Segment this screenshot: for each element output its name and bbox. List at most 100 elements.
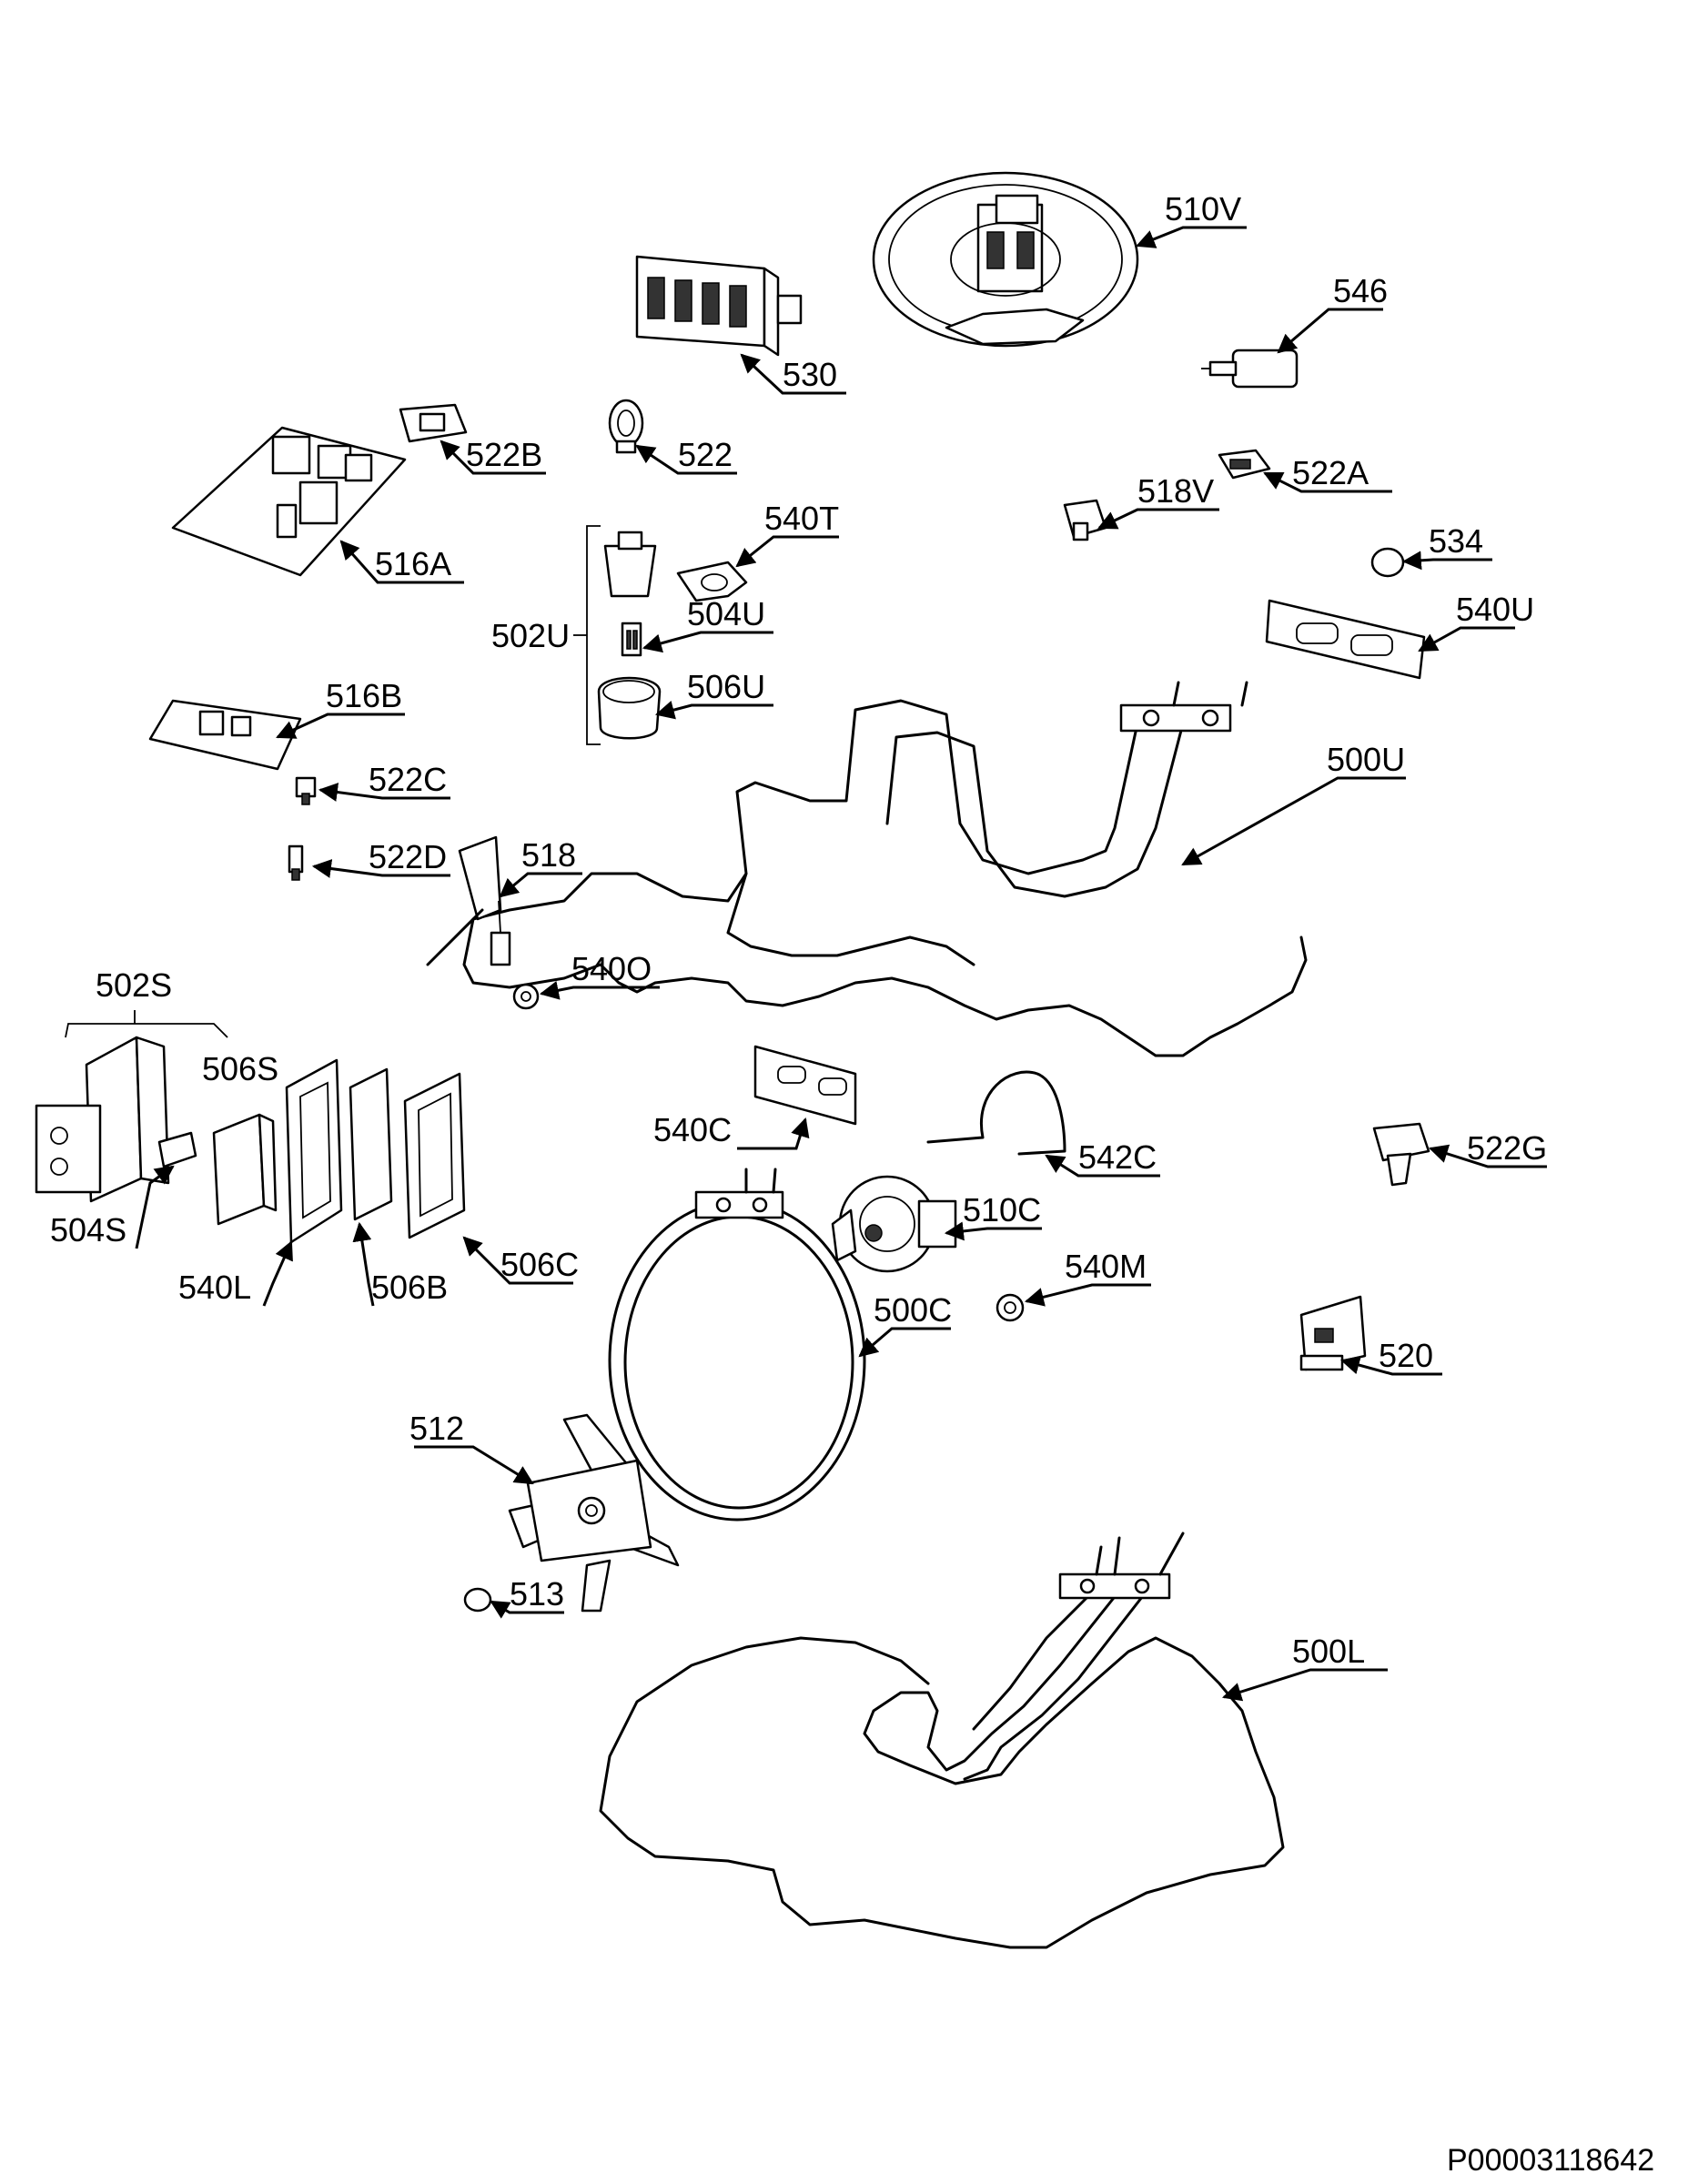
leader-540T	[735, 535, 839, 568]
label-504S: 504S	[50, 1211, 126, 1249]
group-502U-bracket	[573, 525, 601, 745]
label-522B: 522B	[466, 436, 542, 473]
leader-500U	[1181, 776, 1406, 866]
leader-504S	[135, 1165, 175, 1249]
leader-504U	[642, 631, 773, 653]
part-530-terminal-block	[635, 255, 803, 357]
label-510V: 510V	[1165, 190, 1241, 228]
part-516A-control-board	[171, 426, 407, 577]
part-522G-clip	[1372, 1122, 1430, 1187]
leader-518V	[1097, 508, 1219, 530]
part-510C-fan-motor	[831, 1175, 957, 1273]
part-540U-plate	[1265, 599, 1426, 680]
leader-540O	[539, 980, 660, 1000]
leader-522C	[318, 783, 450, 802]
part-542C-wire-clip	[926, 1070, 1066, 1156]
leader-500C	[858, 1327, 951, 1358]
label-540M: 540M	[1065, 1248, 1147, 1285]
label-500L: 500L	[1292, 1633, 1365, 1670]
leader-510V	[1136, 226, 1247, 248]
leader-506U	[654, 701, 773, 720]
part-540T-gasket	[676, 561, 748, 602]
group-502S-bracket	[65, 1010, 228, 1038]
part-540C-plate	[753, 1045, 857, 1126]
leader-540U	[1418, 626, 1515, 652]
leader-510C	[944, 1221, 1042, 1241]
label-516B: 516B	[326, 677, 402, 714]
leader-522	[635, 444, 737, 475]
part-518-temperature-probe	[426, 835, 511, 966]
label-540L: 540L	[178, 1269, 251, 1306]
label-500C: 500C	[874, 1291, 952, 1329]
part-522C-clip	[295, 776, 317, 805]
label-502S: 502S	[96, 966, 172, 1004]
leader-516B	[276, 713, 405, 739]
label-522D: 522D	[369, 838, 447, 875]
part-546-sensor	[1201, 349, 1299, 389]
part-534-knob	[1370, 547, 1405, 578]
drawing-code: P00003118642	[1447, 2143, 1654, 2178]
part-504S-micro-switch	[157, 1131, 197, 1168]
label-530: 530	[783, 356, 837, 393]
leader-506B	[352, 1221, 375, 1307]
label-506U: 506U	[687, 668, 765, 705]
label-520: 520	[1379, 1337, 1433, 1374]
part-518V-bracket	[1063, 499, 1107, 541]
part-540O-washer	[512, 983, 540, 1010]
part-506S-display-frame	[212, 1113, 278, 1226]
part-500L-bottom-element	[599, 1532, 1285, 1949]
part-506B-glass-pane	[349, 1067, 393, 1221]
label-522G: 522G	[1467, 1129, 1547, 1167]
label-506C: 506C	[500, 1246, 579, 1283]
leader-516A	[339, 540, 464, 584]
leader-lines	[135, 226, 1547, 1702]
leader-542C	[1045, 1154, 1160, 1178]
part-540L-gasket	[285, 1058, 343, 1244]
label-512: 512	[409, 1410, 464, 1447]
leader-522G	[1428, 1144, 1547, 1168]
leader-546	[1277, 308, 1383, 354]
label-506B: 506B	[371, 1269, 448, 1306]
label-510C: 510C	[963, 1191, 1041, 1228]
part-506U-lamp-cover	[597, 676, 662, 740]
leader-540L	[262, 1240, 293, 1307]
label-518V: 518V	[1137, 472, 1214, 510]
part-522A-bracket	[1218, 449, 1271, 480]
label-546: 546	[1333, 272, 1388, 309]
part-labels: 510V 546 530 522B 522 522A 518V 540T 516…	[50, 190, 1547, 1670]
label-534: 534	[1429, 522, 1483, 560]
label-500U: 500U	[1327, 741, 1405, 778]
leader-522A	[1263, 471, 1392, 493]
label-540U: 540U	[1456, 591, 1534, 628]
leader-540M	[1024, 1283, 1151, 1307]
part-502U-lamp-cap	[603, 531, 657, 598]
leader-513	[490, 1600, 564, 1619]
label-506S: 506S	[202, 1050, 278, 1087]
label-513: 513	[510, 1575, 564, 1613]
label-540C: 540C	[653, 1111, 732, 1148]
part-506C-display-cover	[403, 1072, 466, 1239]
leader-512	[414, 1445, 534, 1485]
leader-530	[740, 353, 846, 395]
label-516A: 516A	[375, 545, 451, 582]
leader-520	[1339, 1355, 1442, 1376]
label-540T: 540T	[764, 500, 839, 537]
part-513-nut	[463, 1587, 492, 1613]
part-520-door-lock	[1299, 1295, 1367, 1371]
leader-500L	[1221, 1668, 1388, 1702]
label-540O: 540O	[571, 950, 652, 987]
part-540M-washer	[996, 1293, 1025, 1322]
part-522-clip	[608, 399, 644, 454]
part-516B-board	[148, 699, 302, 771]
label-504U: 504U	[687, 595, 765, 632]
part-522B-clip	[399, 403, 468, 443]
leader-540C	[737, 1117, 810, 1150]
part-500C-circular-element	[608, 1168, 866, 1522]
leader-534	[1401, 551, 1492, 571]
leader-506C	[462, 1236, 573, 1285]
label-522A: 522A	[1292, 454, 1369, 491]
leader-522D	[311, 859, 450, 878]
label-522C: 522C	[369, 761, 447, 798]
